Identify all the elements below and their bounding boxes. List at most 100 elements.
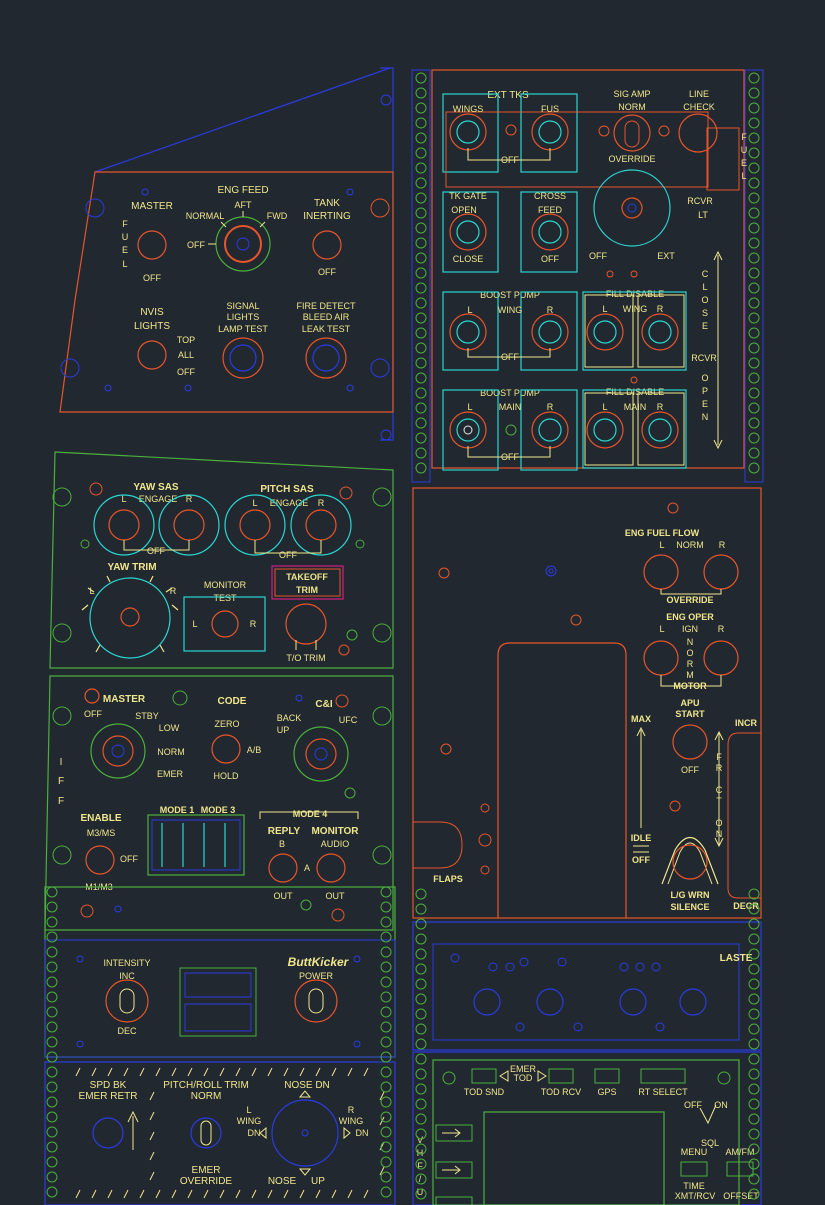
fire-detect-knob[interactable] <box>312 344 340 372</box>
rcvr-label-1: RCVR <box>687 196 713 206</box>
rail-rivet <box>380 1096 392 1108</box>
eff-norm: NORM <box>676 540 704 550</box>
rail-rivet <box>415 312 427 324</box>
signal-label-2: LIGHTS <box>227 312 260 322</box>
eng-feed-knob[interactable] <box>224 225 262 263</box>
menu-label: MENU <box>681 1147 708 1157</box>
monitor-test-switch[interactable] <box>211 610 239 638</box>
laste-knob-1[interactable] <box>473 988 501 1016</box>
apu-start-switch[interactable] <box>672 724 708 760</box>
iff-ci-knob[interactable] <box>305 738 337 770</box>
r-wing-1: R <box>348 1105 355 1115</box>
ext-wings-switch[interactable] <box>456 120 480 144</box>
line-check-button[interactable] <box>678 113 718 153</box>
rail-rivet <box>748 237 760 249</box>
iff-master-knob[interactable] <box>102 735 134 767</box>
iff-master-label: MASTER <box>103 694 146 705</box>
rail-rivet <box>748 87 760 99</box>
reply-switch[interactable] <box>268 853 298 883</box>
eng-feed-off-label: OFF <box>187 240 205 250</box>
pitch-roll-label-2: NORM <box>191 1091 222 1102</box>
yaw-engage-label: ENGAGE <box>139 494 178 504</box>
time-button[interactable] <box>680 1161 708 1177</box>
nvis-switch[interactable] <box>137 340 167 370</box>
gps-label: GPS <box>597 1087 616 1097</box>
ext-fus-switch[interactable] <box>538 120 562 144</box>
pitch-roll-switch[interactable] <box>190 1117 222 1149</box>
rail-rivet <box>415 327 427 339</box>
iff-ab-label: A/B <box>247 745 262 755</box>
rail-rivet <box>415 1128 427 1140</box>
signal-label-3: LAMP TEST <box>218 324 268 334</box>
rail-rivet <box>46 916 58 928</box>
sig-amp-switch[interactable] <box>613 114 651 152</box>
bp-wing-r-switch[interactable] <box>538 320 562 344</box>
lg-warn-silence-button[interactable] <box>672 844 708 880</box>
fd-main-r-switch[interactable] <box>648 418 672 442</box>
rail-rivet <box>748 432 760 444</box>
tk-gate-1: TK GATE <box>449 191 487 201</box>
iff-m3ms-label: M3/MS <box>87 828 116 838</box>
laste-knob-3[interactable] <box>619 988 647 1016</box>
rail-rivet <box>415 87 427 99</box>
rail-rivet <box>415 192 427 204</box>
bp-main-l-switch[interactable] <box>456 418 480 442</box>
fire-label-2: BLEED AIR <box>303 312 350 322</box>
takeoff-trim-button[interactable] <box>271 565 344 600</box>
fd-wing-l-switch[interactable] <box>593 320 617 344</box>
bp-main-r-switch[interactable] <box>538 418 562 442</box>
fire-label-3: LEAK TEST <box>302 324 351 334</box>
rail-rivet <box>415 1113 427 1125</box>
tod-rcv-button[interactable] <box>548 1068 574 1084</box>
iff-code-label: CODE <box>218 696 247 707</box>
yaw-sas-r-switch[interactable] <box>173 509 205 541</box>
left-rails <box>46 886 392 1198</box>
rt-select-button[interactable] <box>640 1068 686 1084</box>
monitor-switch[interactable] <box>316 853 346 883</box>
gps-button[interactable] <box>594 1068 620 1084</box>
pitch-sas-r-switch[interactable] <box>305 509 337 541</box>
signal-lights-knob[interactable] <box>229 344 257 372</box>
master-switch[interactable] <box>137 230 167 260</box>
yaw-sas-l-switch[interactable] <box>108 509 140 541</box>
iff-panel: I F F MASTER OFF STBY LOW NORM EMER CODE… <box>44 675 394 931</box>
spd-bk-switch[interactable] <box>92 1117 124 1149</box>
bp-wing-l-switch[interactable] <box>456 320 480 344</box>
rail-rivet <box>748 978 760 990</box>
nose-up-1: NOSE <box>268 1176 297 1187</box>
rail-rivet <box>46 1111 58 1123</box>
rail-rivet <box>380 1141 392 1153</box>
brand-label: ButtKicker <box>288 955 350 969</box>
tk-gate-switch[interactable] <box>456 220 480 244</box>
iff-code-switch[interactable] <box>211 734 241 764</box>
nose-dn-label: NOSE DN <box>284 1080 330 1091</box>
yaw-trim-knob[interactable] <box>120 607 140 627</box>
laste-knob-2[interactable] <box>536 988 564 1016</box>
fd-wing-r-switch[interactable] <box>648 320 672 344</box>
iff-enable-switch[interactable] <box>85 845 115 875</box>
laste-knob-4[interactable] <box>679 988 707 1016</box>
eff-r: R <box>719 540 726 550</box>
vhf-power-switch[interactable] <box>699 1104 717 1125</box>
override-knob[interactable] <box>621 197 643 219</box>
pitch-sas-l-switch[interactable] <box>239 509 271 541</box>
trim-hat[interactable] <box>271 1099 339 1167</box>
eng-fuel-flow-r[interactable] <box>703 554 739 590</box>
pitch-sas-label: PITCH SAS <box>260 484 314 495</box>
mode-code-wheels[interactable] <box>151 819 241 871</box>
throttle-off-label: OFF <box>632 855 650 865</box>
cross-feed-switch[interactable] <box>538 220 562 244</box>
power-knob[interactable] <box>294 979 338 1023</box>
fd-main-l-switch[interactable] <box>593 418 617 442</box>
intensity-knob[interactable] <box>105 979 149 1023</box>
rail-rivet <box>748 312 760 324</box>
tank-inerting-switch[interactable] <box>312 230 342 260</box>
rail-rivet <box>380 931 392 943</box>
eng-oper-r[interactable] <box>703 640 739 676</box>
tod-snd-button[interactable] <box>471 1068 497 1084</box>
eng-fuel-flow-l[interactable] <box>643 554 679 590</box>
eng-oper-l[interactable] <box>643 640 679 676</box>
rail-rivet <box>748 948 760 960</box>
fd-main-r: R <box>657 402 664 412</box>
